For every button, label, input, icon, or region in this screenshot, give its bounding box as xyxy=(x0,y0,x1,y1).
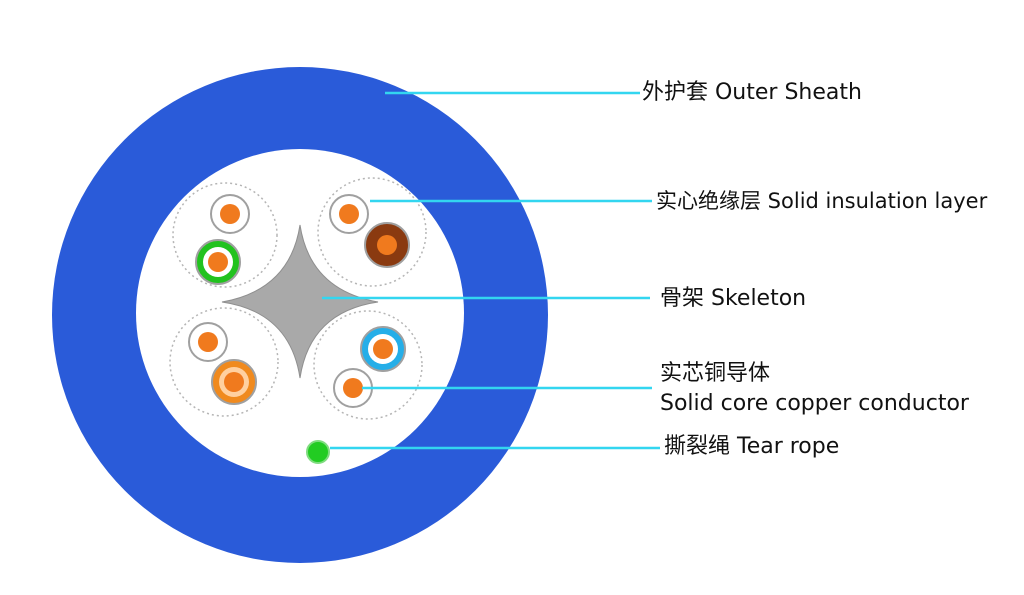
pair-boundary-dashed xyxy=(169,307,279,417)
tear-rope xyxy=(306,440,330,464)
label-solid-core-conductor-en: Solid core copper conductor xyxy=(660,391,969,416)
copper-conductor xyxy=(343,378,363,398)
label-skeleton: 骨架 Skeleton xyxy=(660,286,807,311)
pair-boundary-dashed xyxy=(317,177,427,287)
cross-skeleton xyxy=(221,224,379,379)
label-solid-core-conductor-cn: 实芯铜导体 xyxy=(660,361,771,386)
twisted-pair-top-left xyxy=(172,182,278,288)
twisted-pair-bottom-left xyxy=(169,307,279,417)
copper-conductor xyxy=(224,372,244,392)
copper-conductor xyxy=(220,204,240,224)
twisted-pair-top-right xyxy=(317,177,427,287)
copper-conductor xyxy=(377,235,397,255)
copper-conductor xyxy=(339,204,359,224)
pair-boundary-dashed xyxy=(172,182,278,288)
label-outer-sheath: 外护套 Outer Sheath xyxy=(642,80,862,105)
copper-conductor xyxy=(198,332,218,352)
pair-boundary-dashed xyxy=(313,310,423,420)
copper-conductor xyxy=(373,339,393,359)
label-tear-rope: 撕裂绳 Tear rope xyxy=(664,434,840,459)
label-solid-insulation-layer: 实心绝缘层 Solid insulation layer xyxy=(656,189,988,213)
copper-conductor xyxy=(208,252,228,272)
